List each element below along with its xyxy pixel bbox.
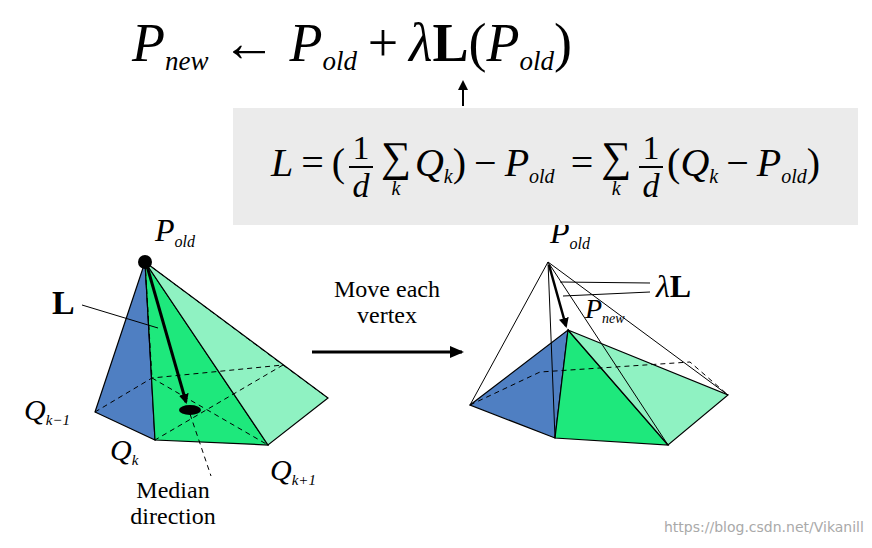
subscript: new [602,311,625,326]
subscript: old [781,165,807,187]
fraction: 1d [349,130,373,203]
pointer-arrow [462,82,464,106]
vertex-label: Pnew [585,293,625,325]
subscript: k [444,165,453,187]
math-symbol: λ [656,268,670,304]
watermark: https://blog.csdn.net/Vikanill [664,519,864,535]
fraction: 1d [639,130,663,203]
numerator: 1 [639,130,663,168]
right-pyramid [470,262,728,445]
direction-note: Median direction [108,477,238,530]
math-symbol: P [290,13,323,73]
math-symbol: Q [110,433,132,466]
math-symbol: Q [680,140,709,185]
sum-index: k [601,178,631,198]
math-symbol: Median direction [130,477,215,529]
step-label: λL [656,268,691,305]
vertex-label: Qk [110,433,138,468]
math-symbol: L [52,284,75,321]
math-symbol: P [132,13,165,73]
math-symbol: https://blog.csdn.net/Vikanill [664,519,864,535]
math-symbol: P [486,13,519,73]
math-symbol: ( [667,140,680,185]
formula-row: L=(1d∑kQk)−Pold=∑k1d(Qk−Pold) [271,130,820,203]
left-pyramid [82,255,328,476]
subscript: old [570,235,590,252]
math-symbol: ) [453,140,466,185]
math-symbol: ← [222,13,276,73]
math-symbol: P [155,212,175,248]
denominator: d [349,168,373,204]
subscript: new [165,46,209,76]
math-symbol: − [474,140,497,185]
summation: ∑k [601,136,631,198]
sum-sign: ∑ [381,136,411,178]
subscript: old [323,46,358,76]
formula-box: L=(1d∑kQk)−Pold=∑k1d(Qk−Pold) [233,108,858,225]
subscript: k+1 [292,472,316,488]
math-symbol: Move each vertex [334,276,440,328]
sum-index: k [381,178,411,198]
math-symbol: = [301,140,324,185]
math-symbol: ( [332,140,345,185]
vertex-label: Pold [155,212,195,249]
math-symbol: + [368,13,398,73]
vector-label: L [52,283,75,322]
subscript: old [175,233,195,250]
summation: ∑k [381,136,411,198]
update-formula: Pnew←Pold+λL(Pold) [132,12,572,74]
math-symbol: = [571,140,594,185]
move-note: Move each vertex [312,276,462,329]
math-symbol: − [726,140,749,185]
sum-sign: ∑ [601,136,631,178]
subscript: k−1 [46,412,70,428]
math-symbol: ) [807,140,820,185]
math-symbol: ) [554,13,572,73]
math-symbol: Q [270,453,292,486]
subscript: k [132,452,139,468]
math-symbol: L [670,268,691,304]
math-symbol: P [505,140,529,185]
math-symbol: L [432,13,468,73]
math-symbol: ( [469,13,487,73]
math-symbol: Q [24,393,46,426]
vertex-label: Qk−1 [24,393,70,428]
math-symbol: P [585,293,602,324]
math-symbol: P [757,140,781,185]
subscript: k [709,165,718,187]
vertex-label: Qk+1 [270,453,316,488]
subscript: old [519,46,554,76]
denominator: d [639,168,663,204]
numerator: 1 [349,130,373,168]
math-symbol: λ [409,13,432,73]
math-symbol: L [271,140,293,185]
move-arrow [312,351,462,354]
subscript: old [529,165,555,187]
math-symbol: Q [415,140,444,185]
